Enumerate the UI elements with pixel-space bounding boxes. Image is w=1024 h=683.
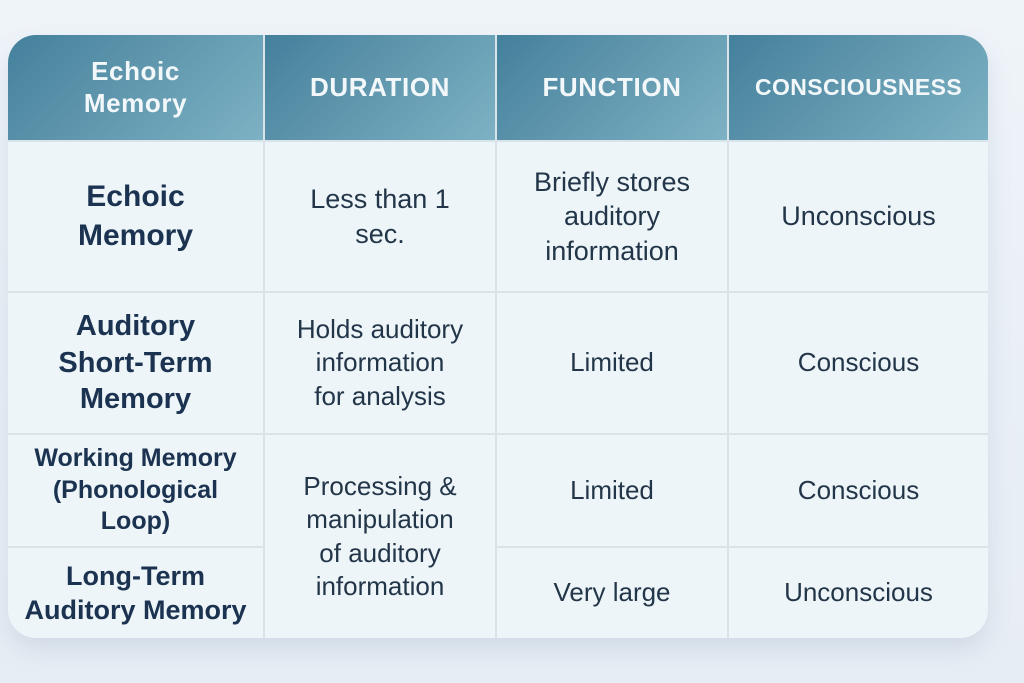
row4-function: Very large [497, 548, 727, 638]
row2-function: Limited [497, 293, 727, 433]
row4-consciousness: Unconscious [729, 548, 988, 638]
row4-label: Long-Term Auditory Memory [8, 548, 263, 638]
row3-function: Limited [497, 435, 727, 546]
row3-row4-duration-merged: Processing & manipulation of auditory in… [265, 435, 495, 638]
header-cell-title: Echoic Memory [8, 35, 263, 140]
header-cell-consciousness: CONSCIOUSNESS [729, 35, 988, 140]
row2-label: Auditory Short-Term Memory [8, 293, 263, 433]
row1-function: Briefly stores auditory information [497, 142, 727, 291]
row1-consciousness: Unconscious [729, 142, 988, 291]
memory-comparison-table: Echoic Memory DURATION FUNCTION CONSCIOU… [8, 35, 988, 638]
row3-label: Working Memory (Phonological Loop) [8, 435, 263, 546]
header-cell-function: FUNCTION [497, 35, 727, 140]
row2-duration: Holds auditory information for analysis [265, 293, 495, 433]
row1-duration: Less than 1 sec. [265, 142, 495, 291]
row2-consciousness: Conscious [729, 293, 988, 433]
header-cell-duration: DURATION [265, 35, 495, 140]
row3-consciousness: Conscious [729, 435, 988, 546]
row1-label: Echoic Memory [8, 142, 263, 291]
